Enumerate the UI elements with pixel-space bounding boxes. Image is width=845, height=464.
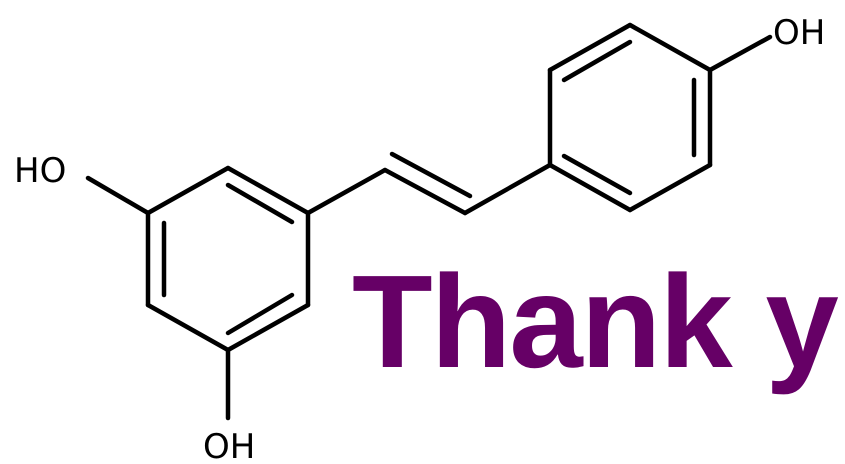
oh-label-bottom: OH <box>203 427 255 464</box>
oh-label-top: OH <box>773 13 825 53</box>
vinyl-bridge <box>305 151 553 216</box>
thank-you-headline: Thank y <box>352 248 839 395</box>
resorcinol-ring <box>145 165 311 353</box>
oh-bond-top <box>707 34 773 73</box>
oh-bond-left <box>85 175 151 216</box>
phenol-ring <box>547 22 713 213</box>
oh-label-left: HO <box>14 151 66 191</box>
